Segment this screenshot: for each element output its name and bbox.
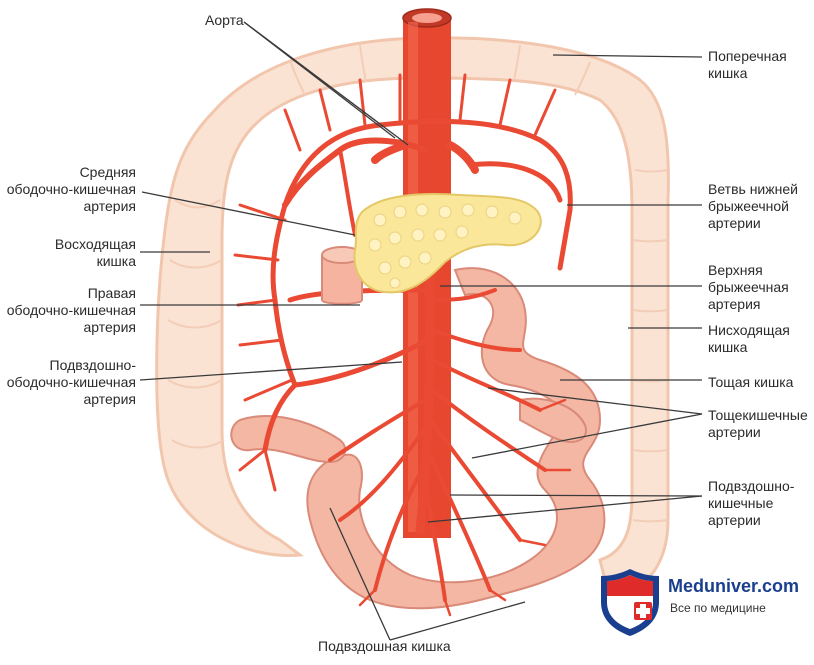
meduniver-logo[interactable]: Meduniver.com Все по медицине <box>598 566 808 638</box>
shield-icon <box>601 569 659 636</box>
leader-ileal-1 <box>449 494 703 497</box>
label-descending-colon: Нисходящая кишка <box>708 322 790 355</box>
label-jejunum: Тощая кишка <box>708 374 794 390</box>
colon <box>155 36 670 602</box>
leader-aorta-2 <box>243 21 396 139</box>
label-inferior-mesenteric-branch: Ветвь нижней брыжеечной артерии <box>708 181 798 231</box>
label-ileocolic-artery: Подвздошно- ободочно-кишечная артерия <box>6 357 136 407</box>
label-ileum: Подвздошная кишка <box>318 638 451 654</box>
logo-name: Meduniver.com <box>668 576 800 596</box>
leader-transverse-colon <box>552 54 703 58</box>
label-ileal-arteries: Подвздошно- кишечные артерии <box>708 478 795 528</box>
leader-jejunal-2 <box>471 413 703 459</box>
label-right-colic-artery: Правая ободочно-кишечная артерия <box>6 285 136 335</box>
label-transverse-colon: Поперечная кишка <box>708 48 787 81</box>
colon-haustra <box>167 40 669 523</box>
leader-ileum-1 <box>329 507 391 641</box>
label-ascending-colon: Восходящая кишка <box>54 236 136 269</box>
leader-jejunal-1 <box>487 387 703 415</box>
label-jejunal-arteries: Тощекишечные артерии <box>708 407 808 440</box>
leader-middle-colic <box>141 191 356 236</box>
label-superior-mesenteric-artery: Верхняя брыжеечная артерия <box>708 262 789 312</box>
leader-ileal-2 <box>427 495 703 523</box>
label-middle-colic-artery: Средняя ободочно-кишечная артерия <box>6 164 136 214</box>
leader-ileocolic <box>139 361 403 381</box>
duodenum <box>321 246 363 305</box>
label-aorta: Аорта <box>205 12 244 28</box>
leader-ileum-2 <box>389 601 526 641</box>
logo-tagline: Все по медицине <box>670 601 766 615</box>
leader-lines <box>139 21 703 641</box>
pancreas <box>353 193 542 294</box>
